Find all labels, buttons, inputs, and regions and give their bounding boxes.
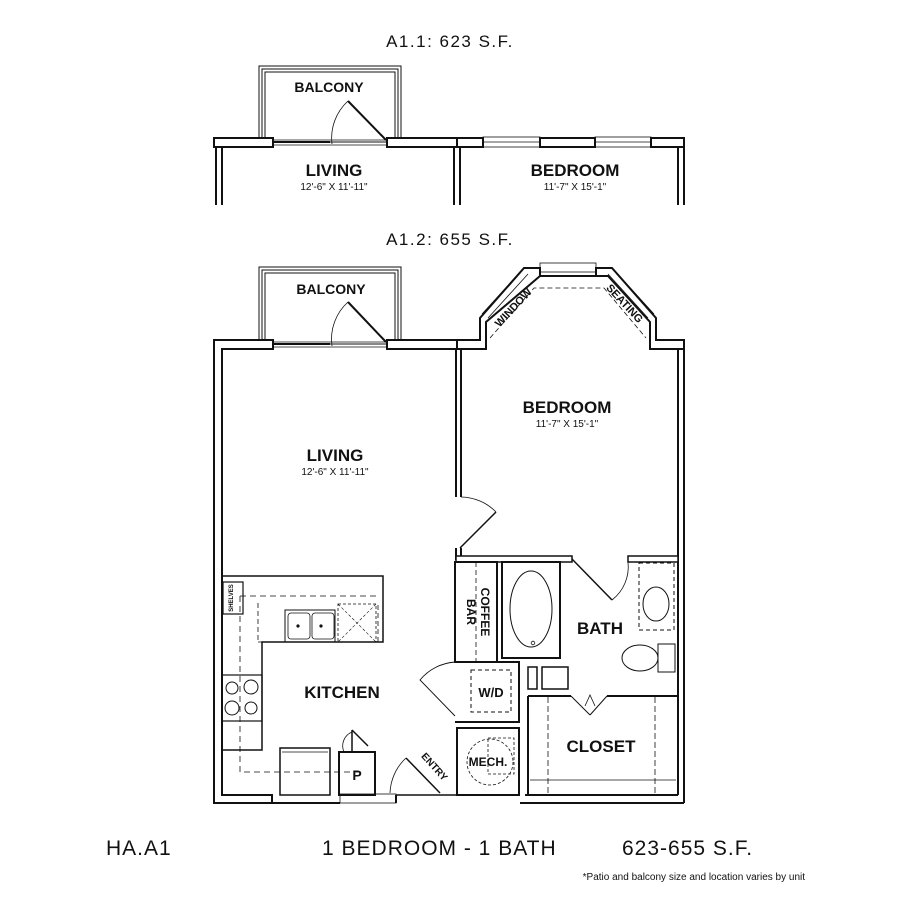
layout-summary: 1 BEDROOM - 1 BATH: [322, 837, 557, 860]
a11-living-label: LIVING: [306, 161, 363, 180]
plan-a11: [213, 65, 685, 205]
plan-a12: [213, 262, 685, 804]
bath-label: BATH: [577, 619, 623, 638]
disclaimer-note: *Patio and balcony size and location var…: [582, 872, 805, 883]
a12-living-dims: 12'-6" X 11'-11": [301, 467, 369, 478]
a11-bedroom-dims: 11'-7" X 15'-1": [544, 182, 607, 193]
a12-bedroom-dims: 11'-7" X 15'-1": [536, 419, 599, 430]
entry-label: ENTRY: [419, 751, 450, 784]
a12-balcony-label: BALCONY: [296, 281, 366, 297]
a12-living-label: LIVING: [307, 446, 364, 465]
plan-code: HA.A1: [106, 837, 172, 860]
variant-a12-title: A1.2: 655 S.F.: [386, 230, 514, 249]
variant-a11-title: A1.1: 623 S.F.: [386, 32, 514, 51]
area-range: 623-655 S.F.: [622, 837, 754, 860]
wd-label: W/D: [478, 685, 503, 700]
a11-living-dims: 12'-6" X 11'-11": [300, 182, 368, 193]
a11-balcony-label: BALCONY: [294, 79, 364, 95]
a11-bedroom-label: BEDROOM: [531, 161, 620, 180]
coffee-label: COFFEE: [478, 588, 492, 637]
kitchen-label: KITCHEN: [304, 683, 380, 702]
mech-label: MECH.: [469, 755, 508, 769]
shelves-label: SHELVES: [229, 584, 235, 612]
bar-label: BAR: [464, 599, 478, 625]
closet-label: CLOSET: [567, 737, 637, 756]
pantry-label: P: [352, 767, 361, 783]
a12-bedroom-label: BEDROOM: [523, 398, 612, 417]
